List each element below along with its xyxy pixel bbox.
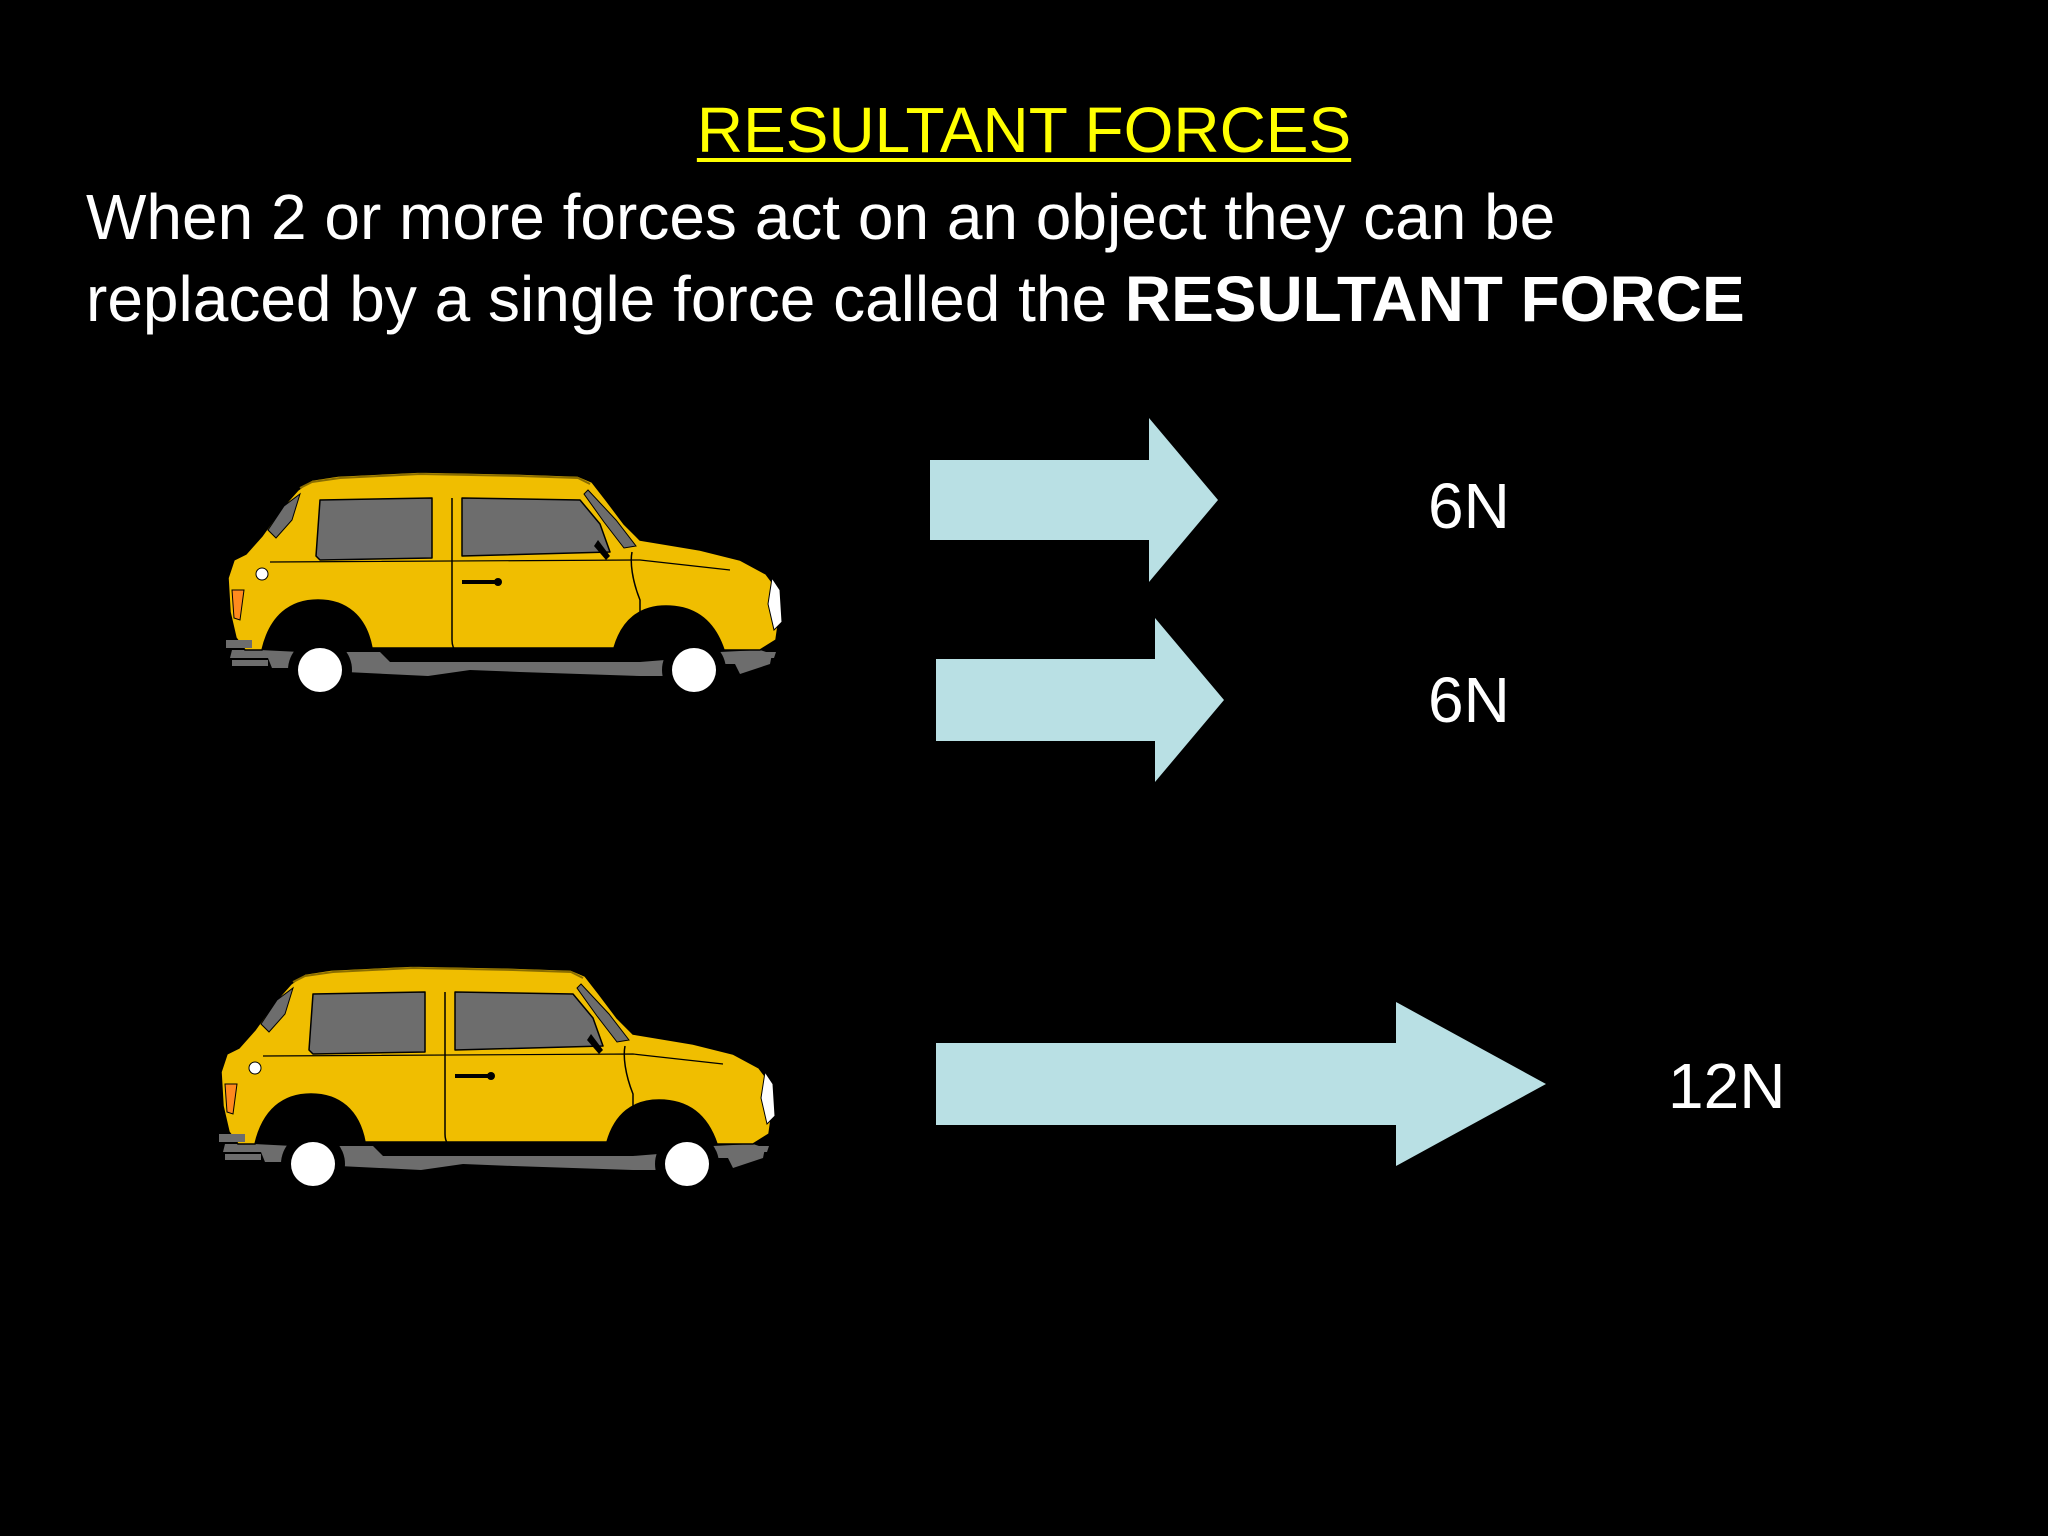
force-label-first: 6N: [1428, 470, 1510, 542]
force-label-resultant: 12N: [1668, 1050, 1786, 1122]
arrow-right-icon: [936, 1002, 1546, 1166]
intro-line-2-start: replaced by a single force called the: [86, 263, 1125, 335]
car-icon: [225, 471, 783, 703]
intro-line-1: When 2 or more forces act on an object t…: [86, 181, 1556, 253]
car-icon: [218, 965, 776, 1197]
slide-title: RESULTANT FORCES: [696, 94, 1352, 166]
intro-line-2-bold: RESULTANT FORCE: [1124, 263, 1745, 335]
arrow-right-icon: [936, 618, 1224, 782]
arrow-right-icon: [930, 418, 1218, 582]
intro-text: When 2 or more forces act on an object t…: [86, 176, 1986, 340]
force-label-second: 6N: [1428, 664, 1510, 736]
